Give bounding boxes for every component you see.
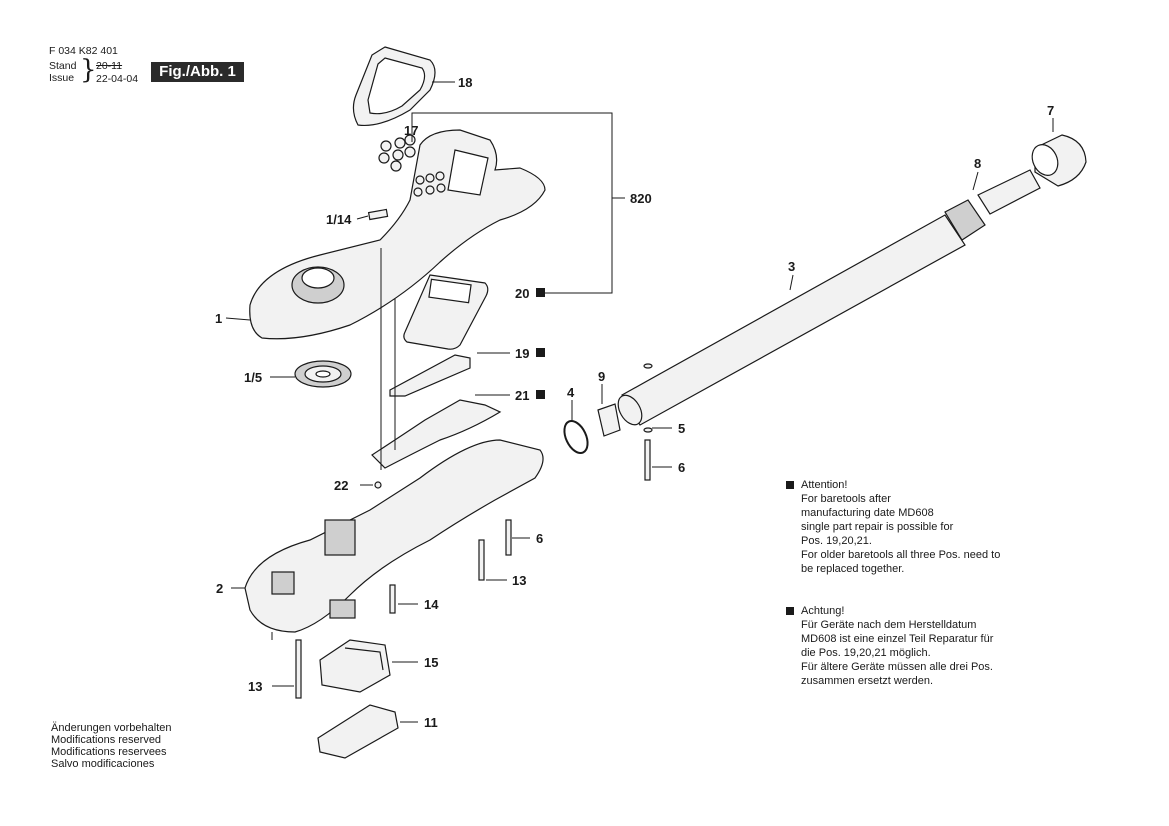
note-de-line-4: die Pos. 19,20,21 möglich.: [801, 647, 931, 659]
square-markers: [536, 288, 545, 399]
label-9: 9: [598, 369, 605, 384]
note-en-line-1: Attention!: [801, 479, 848, 491]
label-22: 22: [334, 478, 348, 493]
part-5-washer[interactable]: [643, 427, 653, 433]
part-9-clip[interactable]: [597, 403, 621, 437]
label-20: 20: [515, 286, 529, 301]
footer-line-en: Modifications reserved: [51, 734, 162, 746]
part-1-14-label-plate[interactable]: [367, 208, 389, 221]
footer-line-es: Salvo modificaciones: [51, 758, 155, 770]
footer-disclaimer: Änderungen vorbehalten Modifications res…: [51, 722, 171, 770]
marker-21: [536, 390, 545, 399]
part-7-end-cap[interactable]: [1027, 134, 1087, 187]
part-number-labels: 18 17 820 1/14 20 1 19 1/5 21 22 2 14 13…: [215, 75, 1054, 730]
part-1-5-speaker-grille[interactable]: [294, 360, 352, 388]
part-1-upper-housing[interactable]: [249, 129, 546, 340]
part-6-screw-housing[interactable]: [505, 519, 512, 556]
leader-lines: [225, 81, 1054, 723]
footer-line-fr: Modifications reservees: [51, 746, 167, 758]
label-13-right: 13: [512, 573, 526, 588]
marker-20: [536, 288, 545, 297]
note-de-line-2: Für Geräte nach dem Herstelldatum: [801, 619, 977, 631]
part-5-washer-top[interactable]: [643, 363, 653, 369]
label-7: 7: [1047, 103, 1054, 118]
label-11: 11: [424, 715, 438, 730]
note-de-line-6: zusammen ersetzt werden.: [801, 675, 934, 687]
note-en-line-7: be replaced together.: [801, 563, 905, 575]
part-15-battery-holder[interactable]: [319, 639, 391, 693]
note-en-marker: [786, 481, 794, 489]
figure-label: Fig./Abb. 1: [151, 62, 244, 82]
note-english: Attention! For baretools after manufactu…: [801, 478, 1000, 576]
document-number: F 034 K82 401: [49, 45, 118, 57]
label-820: 820: [630, 191, 652, 206]
part-14-screw[interactable]: [389, 584, 396, 614]
part-21-circuit-board[interactable]: [371, 399, 502, 469]
issue-label: Issue: [49, 72, 75, 84]
screws[interactable]: [295, 363, 653, 699]
label-15: 15: [424, 655, 438, 670]
footer-line-de: Änderungen vorbehalten: [51, 722, 172, 734]
note-en-line-5: Pos. 19,20,21.: [801, 535, 872, 547]
stand-label: Stand: [49, 60, 77, 72]
label-4: 4: [567, 385, 575, 400]
label-2: 2: [216, 581, 223, 596]
note-de-marker: [786, 607, 794, 615]
part-20-display-module[interactable]: [403, 274, 489, 350]
label-1: 1: [215, 311, 222, 326]
label-17: 17: [404, 123, 418, 138]
marker-19: [536, 348, 545, 357]
label-13-lower: 13: [248, 679, 262, 694]
note-de-line-3: MD608 ist eine einzel Teil Reparatur für: [801, 633, 994, 645]
note-en-line-3: manufacturing date MD608: [801, 507, 934, 519]
old-version: 20-11: [96, 60, 123, 72]
note-en-line-2: For baretools after: [801, 493, 891, 505]
part-13-screw-right[interactable]: [478, 539, 485, 581]
note-german: Achtung! Für Geräte nach dem Herstelldat…: [801, 604, 993, 688]
note-de-line-5: Für ältere Geräte müssen alle drei Pos.: [801, 661, 993, 673]
note-de-line-1: Achtung!: [801, 605, 845, 617]
label-1-5: 1/5: [244, 370, 262, 385]
part-8-adapter-sleeve[interactable]: [944, 169, 1041, 241]
part-19-bracket[interactable]: [389, 354, 471, 397]
label-6-housing: 6: [536, 531, 543, 546]
note-en-line-6: For older baretools all three Pos. need …: [801, 549, 1001, 561]
part-3-extension-tube[interactable]: [613, 214, 966, 429]
label-21: 21: [515, 388, 529, 403]
part-11-battery-cover[interactable]: [317, 704, 399, 759]
label-18: 18: [458, 75, 472, 90]
part-4-o-ring[interactable]: [560, 417, 592, 456]
label-6-tube: 6: [678, 460, 685, 475]
label-19: 19: [515, 346, 529, 361]
part-6-screw-tube[interactable]: [644, 439, 651, 481]
note-en-line-4: single part repair is possible for: [801, 521, 954, 533]
new-version: 22-04-04: [96, 73, 139, 85]
label-8: 8: [974, 156, 981, 171]
label-3: 3: [788, 259, 795, 274]
part-2-lower-housing[interactable]: [244, 439, 544, 633]
label-1-14: 1/14: [326, 212, 352, 227]
brace-symbol: }: [80, 55, 97, 85]
part-18-display-cover[interactable]: [352, 46, 436, 127]
label-14: 14: [424, 597, 439, 612]
part-13-screw-lower[interactable]: [295, 639, 302, 699]
part-22-screw[interactable]: [374, 481, 382, 489]
part-17-keypad-buttons[interactable]: [378, 134, 416, 172]
label-5: 5: [678, 421, 685, 436]
